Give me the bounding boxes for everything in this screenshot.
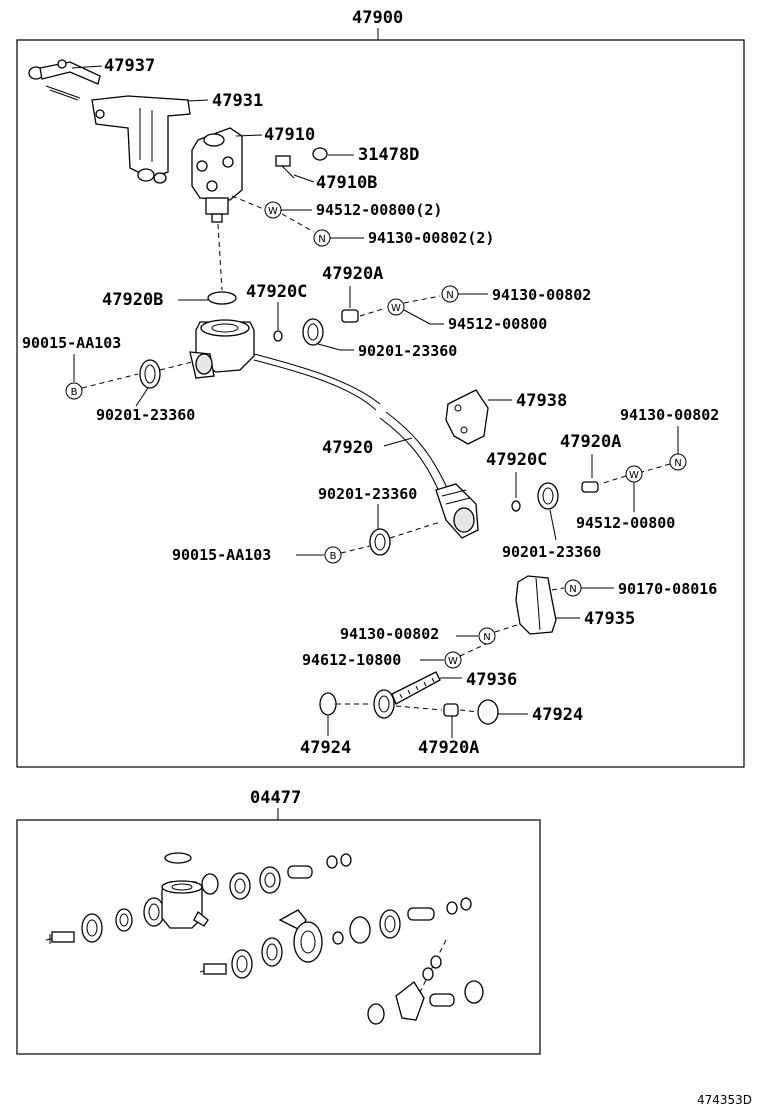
assembly-number-47900[interactable]: 47900 xyxy=(352,8,403,28)
label-47936[interactable]: 47936 xyxy=(466,670,517,690)
assembly-number-04477[interactable]: 04477 xyxy=(250,788,301,808)
bolt-47910B-part xyxy=(275,155,295,179)
svg-text:B: B xyxy=(71,387,78,398)
label-bolt-90015-AA103-2[interactable]: 90015-AA103 xyxy=(172,546,271,564)
label-washer-94612-10800[interactable]: 94612-10800 xyxy=(302,651,401,669)
label-washer-94512-00800-b[interactable]: 94512-00800 xyxy=(576,514,675,532)
washer-symbol-c: W xyxy=(444,651,462,669)
cover-47938-part xyxy=(445,389,489,445)
oring-47920B-part xyxy=(207,291,237,305)
label-47920A-1[interactable]: 47920A xyxy=(322,264,383,284)
cap-31478D-part xyxy=(312,147,328,161)
label-nut-94130-00802-b[interactable]: 94130-00802 xyxy=(620,406,719,424)
svg-text:N: N xyxy=(483,632,490,643)
label-31478D[interactable]: 31478D xyxy=(358,145,419,165)
leader-47910 xyxy=(235,134,263,137)
assembly-frame-47900 xyxy=(16,39,745,768)
label-nut-94130-00802-c[interactable]: 94130-00802 xyxy=(340,625,439,643)
label-47920A-3[interactable]: 47920A xyxy=(418,738,479,758)
svg-text:B: B xyxy=(330,551,337,562)
gasket-90201-part-2 xyxy=(139,359,161,389)
label-washer-94512-00800-2[interactable]: 94512-00800(2) xyxy=(316,201,442,219)
gasket-90201-part-3 xyxy=(537,482,559,510)
bolt-47937-part xyxy=(28,59,101,101)
bolt-symbol-1: B xyxy=(65,382,83,400)
label-47924-2[interactable]: 47924 xyxy=(532,705,583,725)
svg-text:N: N xyxy=(446,290,453,301)
svg-text:N: N xyxy=(318,234,325,245)
bushing-47924-part-2 xyxy=(477,699,499,725)
svg-text:W: W xyxy=(268,206,278,217)
leader-47937 xyxy=(71,65,103,69)
lever-47935-part xyxy=(515,575,557,635)
label-nut-94130-00802-a[interactable]: 94130-00802 xyxy=(492,286,591,304)
gasket-90201-part-4 xyxy=(369,528,391,556)
label-bolt-90015-AA103-1[interactable]: 90015-AA103 xyxy=(22,334,121,352)
label-47920[interactable]: 47920 xyxy=(322,438,373,458)
bolt-symbol-2: B xyxy=(324,546,342,564)
label-47935[interactable]: 47935 xyxy=(584,609,635,629)
nut-symbol-c-90170: N xyxy=(564,579,582,597)
label-47920B[interactable]: 47920B xyxy=(102,290,163,310)
washer-symbol-top: W xyxy=(264,201,282,219)
kit-frame-04477 xyxy=(16,819,541,1055)
label-washer-94512-00800-a[interactable]: 94512-00800 xyxy=(448,315,547,333)
ring-47920C-part-1 xyxy=(273,330,283,342)
pin-47920A-part-3 xyxy=(443,703,459,717)
label-nut-94130-00802-2[interactable]: 94130-00802(2) xyxy=(368,229,494,247)
nut-symbol-c: N xyxy=(478,627,496,645)
leader-47910B xyxy=(293,174,315,183)
label-47920C-2[interactable]: 47920C xyxy=(486,450,547,470)
svg-text:N: N xyxy=(674,458,681,469)
valve-body-47920-part xyxy=(189,319,479,539)
nut-symbol-top: N xyxy=(313,229,331,247)
leader-47920 xyxy=(383,437,413,447)
label-47910[interactable]: 47910 xyxy=(264,125,315,145)
label-47910B[interactable]: 47910B xyxy=(316,173,377,193)
figure-code: 474353D xyxy=(697,1093,752,1107)
kit-04477-parts xyxy=(45,852,484,1025)
nut-symbol-a: N xyxy=(441,285,459,303)
valve-47910-part xyxy=(191,127,243,223)
pin-47920A-part-2 xyxy=(581,481,599,493)
label-47937[interactable]: 47937 xyxy=(104,56,155,76)
gasket-90201-part-1 xyxy=(302,318,324,346)
svg-text:W: W xyxy=(629,470,639,481)
bushing-47924-part-1 xyxy=(319,692,337,716)
label-gasket-90201-23360-3[interactable]: 90201-23360 xyxy=(502,543,601,561)
label-gasket-90201-23360-4[interactable]: 90201-23360 xyxy=(318,485,417,503)
link-rod-47936-part xyxy=(373,671,441,719)
nut-symbol-b: N xyxy=(669,453,687,471)
label-47924-1[interactable]: 47924 xyxy=(300,738,351,758)
pin-47920A-part-1 xyxy=(341,309,359,323)
label-gasket-90201-23360-2[interactable]: 90201-23360 xyxy=(96,406,195,424)
leader-47931 xyxy=(187,99,209,102)
washer-symbol-a: W xyxy=(387,298,405,316)
washer-symbol-b: W xyxy=(625,465,643,483)
svg-text:W: W xyxy=(391,303,401,314)
svg-text:W: W xyxy=(448,656,458,667)
svg-text:N: N xyxy=(569,584,576,595)
label-47920A-2[interactable]: 47920A xyxy=(560,432,621,452)
label-47938[interactable]: 47938 xyxy=(516,391,567,411)
bracket-47931-part xyxy=(91,95,191,184)
label-47920C-1[interactable]: 47920C xyxy=(246,282,307,302)
ring-47920C-part-2 xyxy=(511,500,521,512)
label-47931[interactable]: 47931 xyxy=(212,91,263,111)
label-nut-90170-08016[interactable]: 90170-08016 xyxy=(618,580,717,598)
label-gasket-90201-23360-1[interactable]: 90201-23360 xyxy=(358,342,457,360)
